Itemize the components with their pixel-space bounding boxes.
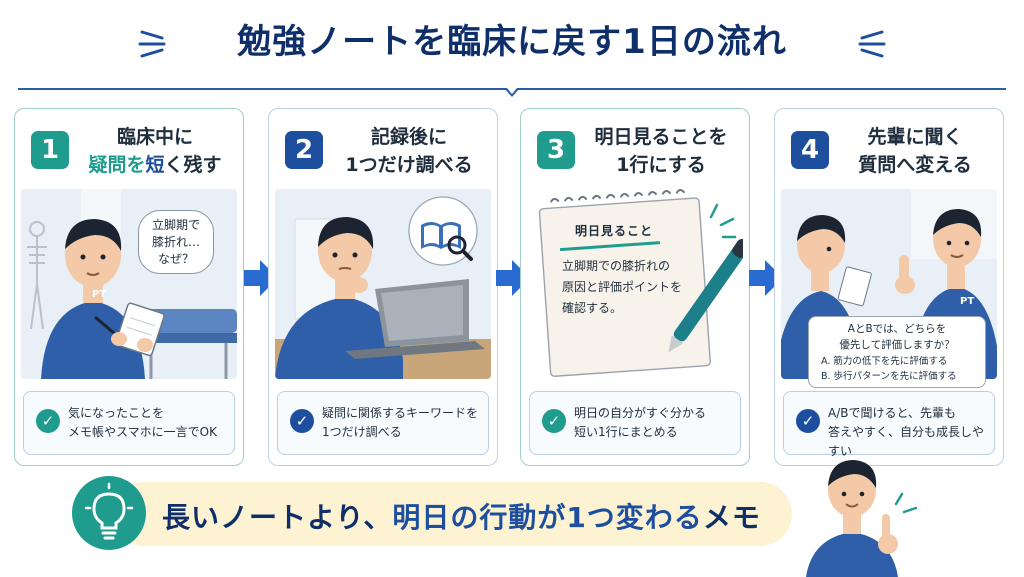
arrow-right-icon	[244, 260, 278, 296]
key-message-banner	[112, 482, 792, 546]
step-number: 4	[791, 131, 829, 169]
shirt-label: PT	[92, 289, 107, 300]
arrow-right-icon	[749, 260, 783, 296]
step-title: 臨床中に 疑問を短く残す	[88, 126, 222, 176]
step-panel-4: 4 先輩に聞く 質問へ変える ✓	[774, 108, 1004, 466]
sparkle-right-icon	[858, 30, 886, 58]
step-title: 明日見ることを 1行にする	[594, 126, 728, 176]
option-a: A. 筋力の低下を先に評価する	[821, 356, 948, 367]
tip-box: ✓ 疑問に関係するキーワードを 1つだけ調べる	[277, 391, 489, 455]
step-number: 3	[537, 131, 575, 169]
step-panel-2: 2 記録後に 1つだけ調べる	[268, 108, 498, 466]
lightbulb-icon	[72, 476, 146, 550]
step-number: 2	[285, 131, 323, 169]
step-panel-1: 1 臨床中に 疑問を短く残す	[14, 108, 244, 466]
check-icon: ✓	[290, 409, 314, 433]
check-icon: ✓	[542, 409, 566, 433]
step-title: 記録後に 1つだけ調べる	[345, 126, 473, 176]
sparkle-left-icon	[138, 30, 166, 58]
tip-box: ✓ A/Bで聞けると、先輩も 答えやすく、自分も成長しやすい	[783, 391, 995, 458]
tip-box: ✓ 気になったことを メモ帳やスマホに一言でOK	[23, 391, 235, 455]
question-card: AとBでは、どちらを 優先して評価しますか？ A. 筋力の低下を先に評価する B…	[808, 316, 986, 388]
step-title: 先輩に聞く 質問へ変える	[858, 126, 972, 176]
memo-body: 立脚期での膝折れの 原因と評価ポイントを 確認する。	[562, 259, 683, 315]
header: 勉強ノートを臨床に戻す1日の流れ	[0, 14, 1024, 74]
tip-box: ✓ 明日の自分がすぐ分かる 短い1行にまとめる	[529, 391, 741, 455]
page-title: 勉強ノートを臨床に戻す1日の流れ	[237, 22, 787, 62]
check-icon: ✓	[36, 409, 60, 433]
check-icon: ✓	[796, 409, 820, 433]
illustration-therapist-pointing	[806, 460, 918, 577]
step-panel-3: 3 明日見ることを 1行にする	[520, 108, 750, 466]
arrow-right-icon	[496, 260, 530, 296]
illustration-laptop-research	[275, 189, 491, 379]
option-b: B. 歩行パターンを先に評価する	[821, 371, 957, 382]
illustration-notepad-and-pen	[527, 189, 743, 379]
shirt-label: PT	[960, 296, 975, 307]
thought-bubble: 立脚期で 膝折れ… なぜ？	[138, 210, 214, 274]
step-number: 1	[31, 131, 69, 169]
memo-heading: 明日見ること	[574, 224, 653, 238]
key-message: 長いノートより、明日の行動が1つ変わるメモ	[162, 501, 761, 534]
